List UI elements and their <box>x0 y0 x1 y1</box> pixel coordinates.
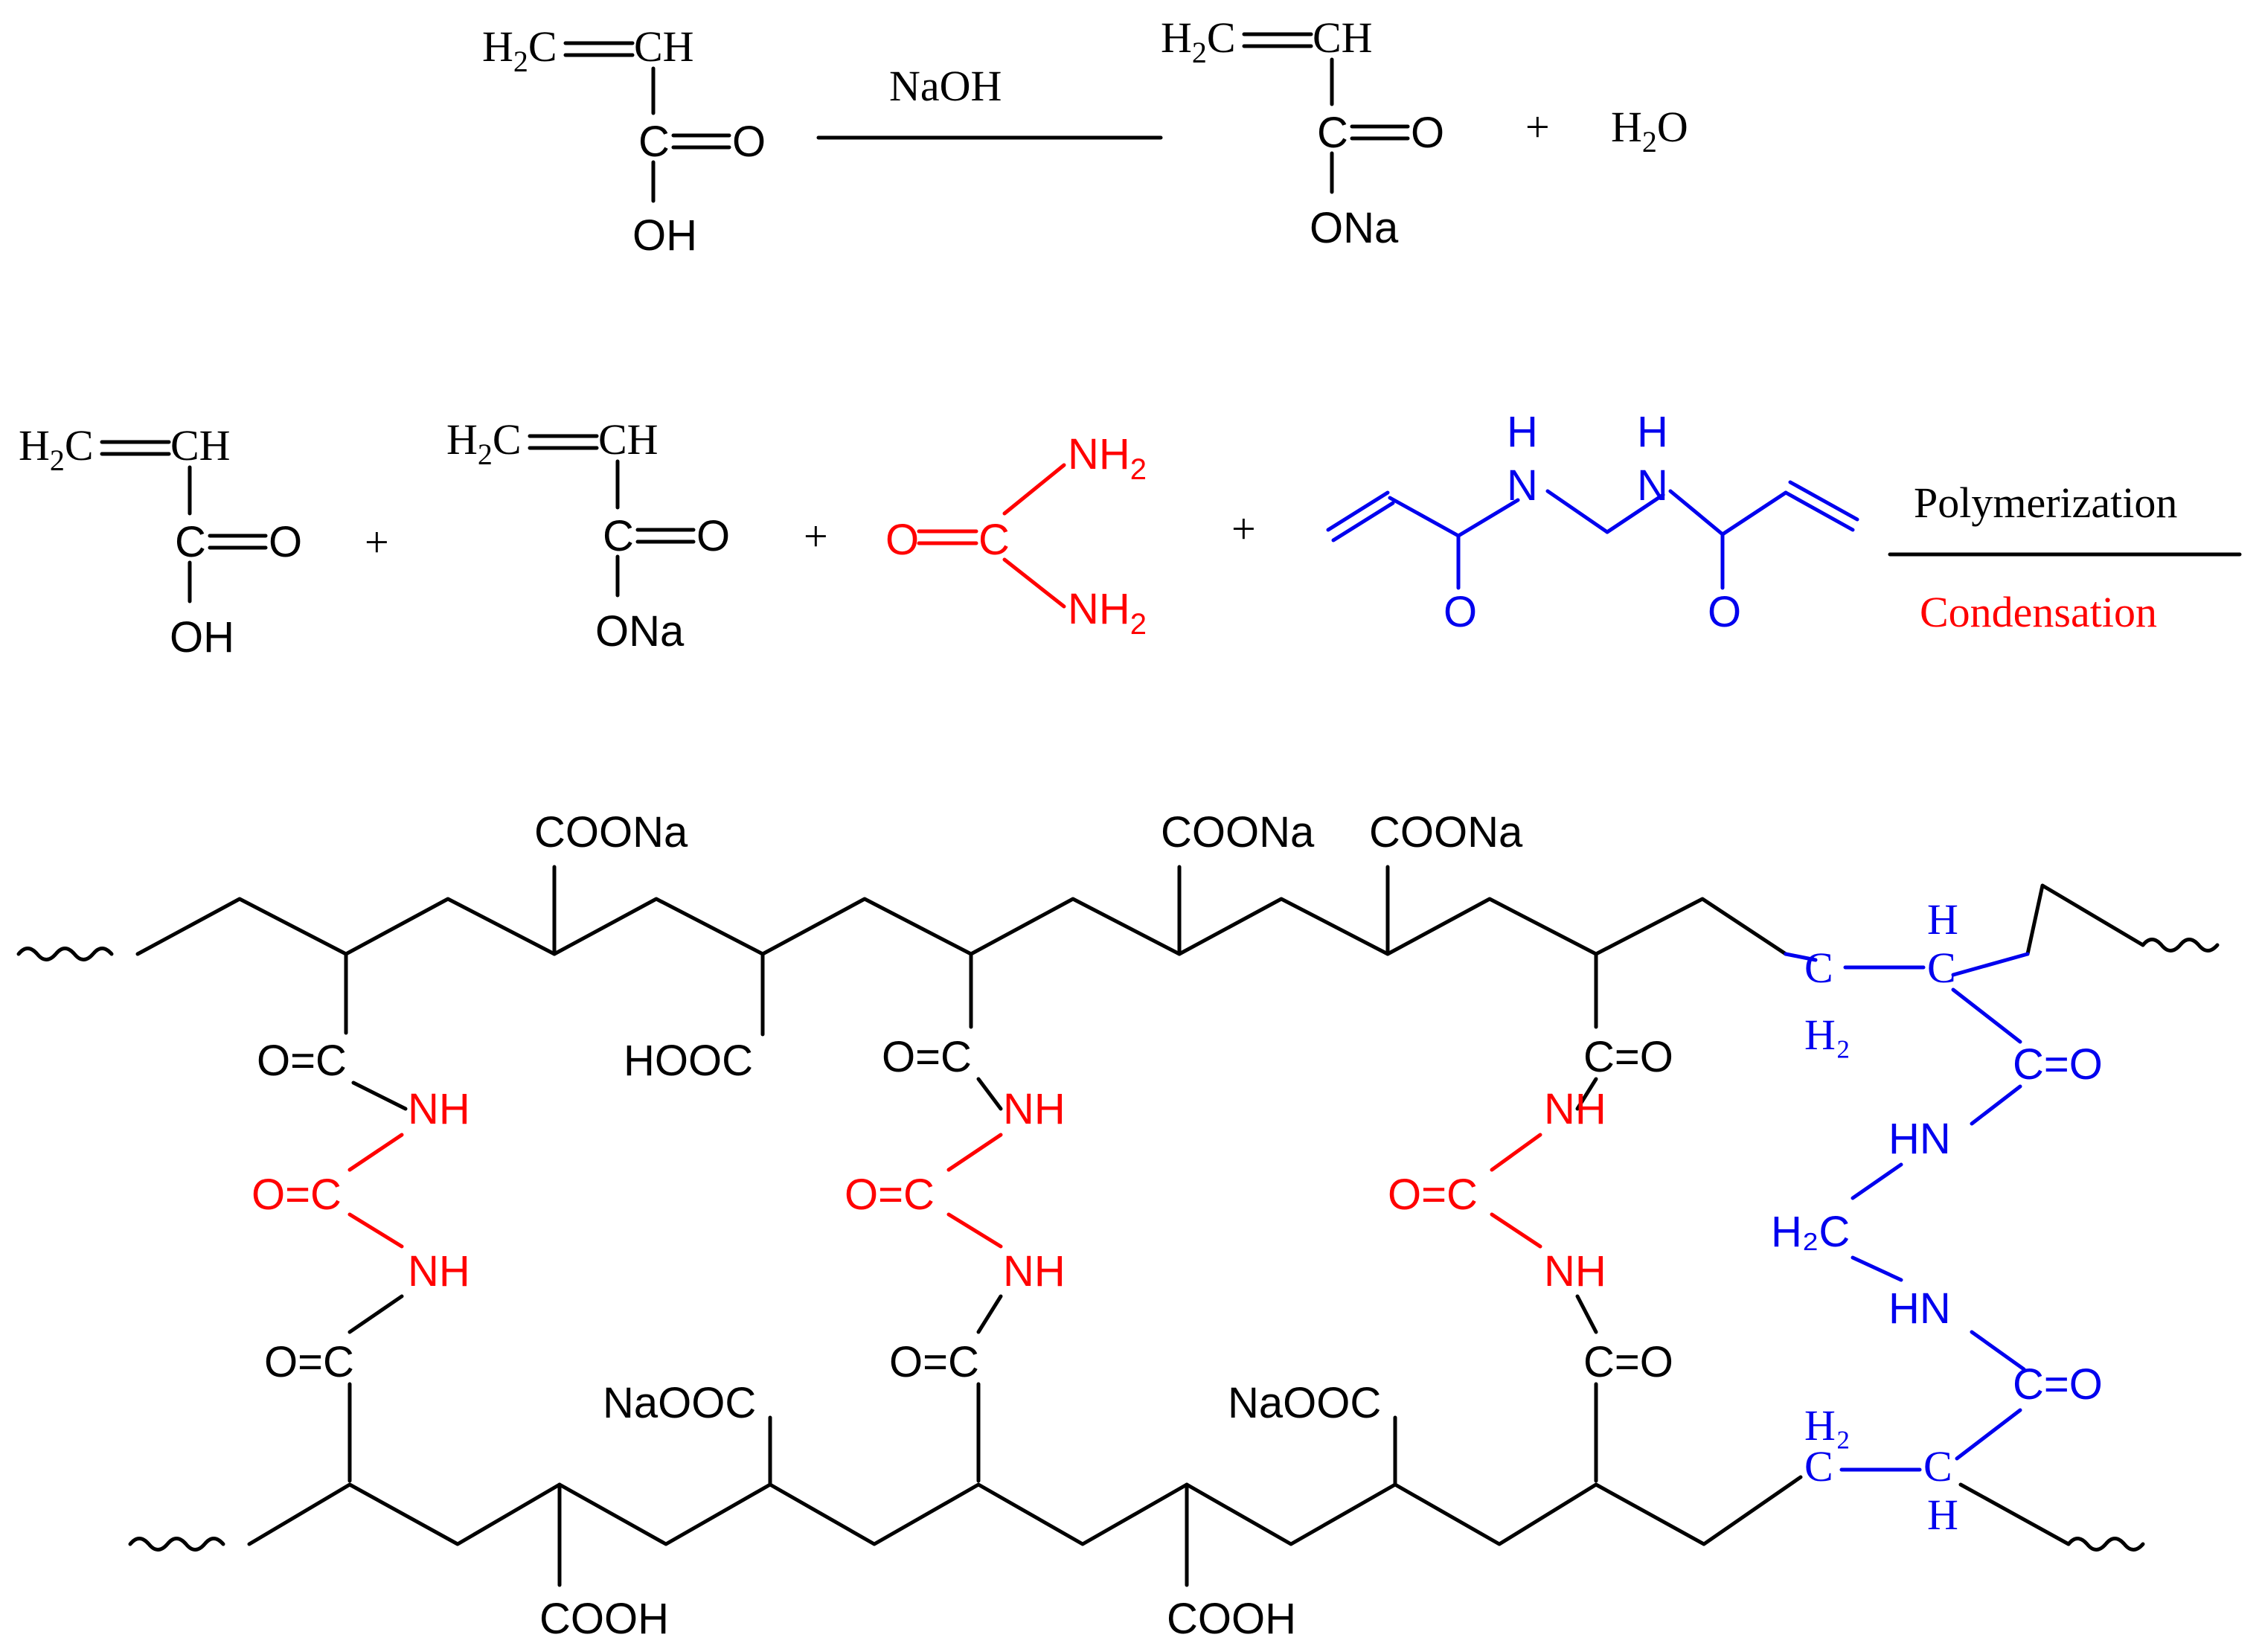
mba-h2c: H₂C <box>1771 1208 1850 1256</box>
mba-top-branch <box>1784 952 1818 962</box>
crosslink3-nh-bottom: NH <box>1544 1247 1606 1296</box>
crosslink2-nh-bottom: NH <box>1003 1247 1066 1296</box>
mba-nitrogen-right: N <box>1637 461 1668 510</box>
urea: O C NH2 NH2 <box>885 430 1147 641</box>
mba-top-ch-c: C <box>1927 944 1956 992</box>
bottom-cooh-1: COOH <box>539 1595 669 1643</box>
methylene-bisacrylamide: O N H N H O <box>1326 408 1859 636</box>
bottom-chain-wavy-end-right <box>2066 1537 2145 1552</box>
ch-label: CH <box>1313 13 1373 62</box>
top-chain-wavy-end-left <box>16 947 114 961</box>
step2-sodium-acrylate: H2C CH C O ONa <box>446 415 730 656</box>
carbonyl-oxygen: O <box>696 512 730 560</box>
reagent-naoh: NaOH <box>889 62 1002 110</box>
plus-sign: + <box>365 518 389 566</box>
mba-bottom-ch2-h2: H₂ <box>1804 1401 1851 1450</box>
urea-amine-bottom: NH2 <box>1068 585 1147 641</box>
water-label: H2O <box>1611 103 1688 159</box>
bottom-cooh-2: COOH <box>1167 1595 1296 1643</box>
sodium-oxide-label: ONa <box>595 607 685 656</box>
plus-sign: + <box>1231 505 1256 553</box>
top-backbone <box>135 897 1788 956</box>
step1-acrylic-acid: H2C CH C O OH <box>482 22 766 260</box>
crosslink2-nh-top: NH <box>1003 1085 1066 1133</box>
bottom-naooc-2: NaOOC <box>1228 1379 1381 1427</box>
mba-carbonyl-top: C=O <box>2013 1040 2103 1089</box>
mba-hn-bottom: HN <box>1888 1284 1951 1333</box>
plus-sign: + <box>1525 103 1550 151</box>
carbonyl-carbon: C <box>1317 109 1348 157</box>
ch2-label: H2C <box>1161 13 1236 69</box>
plus-sign: + <box>804 512 828 560</box>
ch-label: CH <box>634 22 694 71</box>
crosslink1-urea-carbonyl: O=C <box>251 1171 342 1219</box>
step2-acrylic-acid: H2C CH C O OH <box>19 421 302 662</box>
mba-top-ch-h: H <box>1927 895 1958 944</box>
crosslink2-carbonyl-top: O=C <box>882 1033 972 1081</box>
ch2-label: H2C <box>446 415 522 471</box>
crosslink3-carbonyl-bottom: C=O <box>1583 1338 1673 1386</box>
urea-amine-top: NH2 <box>1068 430 1147 486</box>
ch-label: CH <box>170 421 231 470</box>
mba-hydrogen-right: H <box>1637 408 1668 456</box>
mba-oxygen-right: O <box>1708 588 1741 636</box>
carbonyl-oxygen: O <box>1411 109 1444 157</box>
carbonyl-carbon: C <box>603 512 634 560</box>
top-coona-1: COONa <box>534 808 688 857</box>
crosslink1-nh-bottom: NH <box>408 1247 470 1296</box>
step2-arrow: Polymerization Condensation <box>1888 478 2242 636</box>
sodium-oxide-label: ONa <box>1310 204 1399 252</box>
arrow-label-condensation: Condensation <box>1920 588 2157 636</box>
carbonyl-carbon: C <box>638 118 670 166</box>
top-coona-2: COONa <box>1161 808 1315 857</box>
bottom-backbone-right <box>1958 1482 2071 1546</box>
polymer-network: COONa COONa COONa HOOC O=C NH O=C NH O=C… <box>16 808 2220 1643</box>
arrow-label-polymerization: Polymerization <box>1914 478 2177 527</box>
crosslink3-urea-carbonyl: O=C <box>1388 1171 1478 1219</box>
mba-top-ch2-c: C <box>1804 944 1833 992</box>
hydroxyl-label: OH <box>170 613 234 662</box>
mba-hydrogen-left: H <box>1507 408 1538 456</box>
mba-bottom-ch2-c: C <box>1804 1442 1833 1491</box>
urea-carbon: C <box>978 516 1010 564</box>
step1-arrow: NaOH <box>816 62 1163 140</box>
carbonyl-oxygen: O <box>732 118 766 166</box>
mba-oxygen-left: O <box>1443 588 1477 636</box>
bottom-backbone <box>247 1475 1803 1546</box>
crosslink3-carbonyl-top: C=O <box>1583 1033 1673 1081</box>
ch2-label: H2C <box>482 22 557 78</box>
hydroxyl-label: OH <box>632 211 697 260</box>
top-chain-wavy-end-right <box>2141 938 2220 953</box>
ch-label: CH <box>598 415 659 464</box>
crosslink1-nh-top: NH <box>408 1085 470 1133</box>
crosslink2-urea-carbonyl: O=C <box>845 1171 935 1219</box>
crosslink2-carbonyl-bottom: O=C <box>889 1338 979 1386</box>
top-coona-3: COONa <box>1369 808 1523 857</box>
crosslink1-carbonyl-bottom: O=C <box>264 1338 354 1386</box>
mba-nitrogen-left: N <box>1507 461 1538 510</box>
mba-top-ch2-h2: H₂ <box>1804 1011 1851 1059</box>
carbonyl-carbon: C <box>175 518 206 566</box>
crosslink1-carbonyl-top: O=C <box>257 1037 347 1085</box>
bottom-chain-wavy-end-left <box>128 1537 225 1552</box>
mba-bottom-ch-h: H <box>1927 1491 1958 1539</box>
urea-oxygen: O <box>885 516 919 564</box>
ch2-label: H2C <box>19 421 94 477</box>
top-backbone-right-end <box>2025 883 2145 956</box>
bottom-naooc-1: NaOOC <box>603 1379 756 1427</box>
mba-hn-top: HN <box>1888 1115 1951 1163</box>
mba-bottom-ch-c: C <box>1923 1442 1952 1491</box>
crosslink3-nh-top: NH <box>1544 1085 1606 1133</box>
top-hooc: HOOC <box>624 1037 753 1085</box>
mba-carbonyl-bottom: C=O <box>2013 1360 2103 1409</box>
carbonyl-oxygen: O <box>269 518 302 566</box>
step1-sodium-acrylate: H2C CH C O ONa <box>1161 13 1444 252</box>
